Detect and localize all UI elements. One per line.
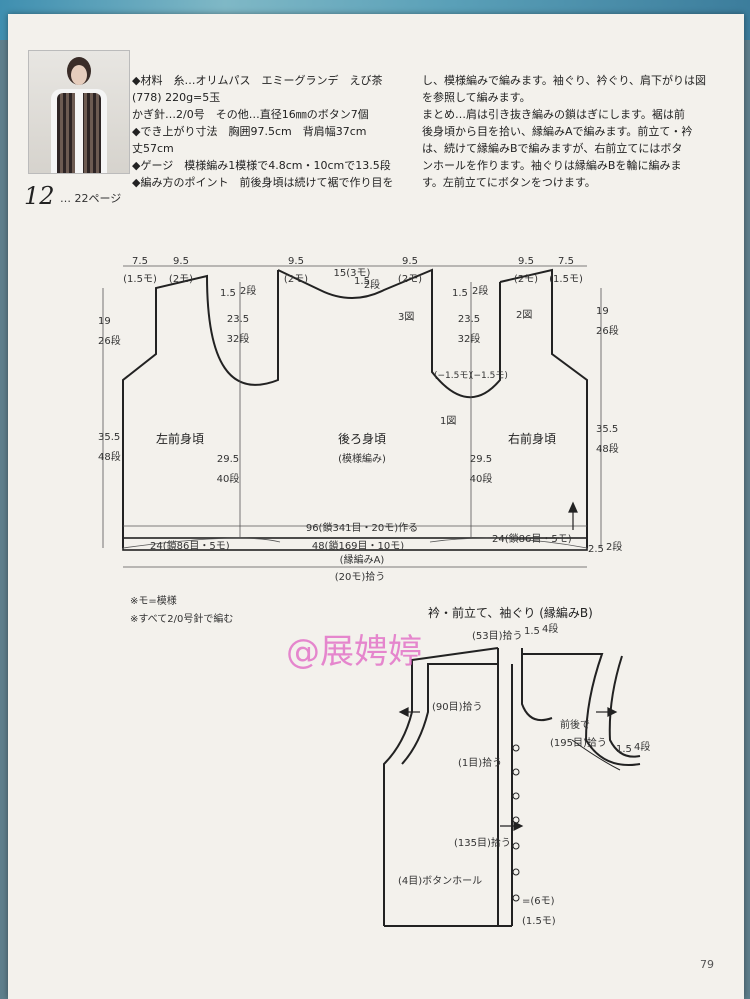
hem-band [122,537,588,551]
right-shoulder-mo: (1.5モ) [549,274,583,285]
watermark: @展娉婷 [286,632,422,672]
left-shoulder-mo: (1.5モ) [123,274,157,285]
back-neck-drop: 1.5 [354,276,370,287]
body-height-rows-left: 48段 [98,452,121,463]
front-pickup: (90目)拾う [432,702,483,713]
shoulder-drop-left: 1.5 [220,288,236,299]
side-height-rows-left: 40段 [216,474,240,485]
corner-pickup: (1目)拾う [458,758,503,769]
side-height-right: 29.5 [469,454,493,465]
back-neck-drop-rows: 2段 [363,280,381,291]
hem-height: 2.5 [588,544,604,555]
band-width-top: 1.5 [524,626,540,637]
back-shoulder-left-mo: (2モ) [283,274,309,285]
neck-depth-rows-left: 26段 [98,336,121,347]
left-neck-width: 9.5 [173,256,189,267]
left-shoulder-width: 7.5 [132,256,148,267]
note-pattern: ※モ=模様 [130,596,177,607]
armhole-depth-rows-left: 32段 [226,334,250,345]
buttonhole-label: (4目)ボタンホール [398,876,483,887]
spacing-1-5: (1.5モ) [522,916,556,927]
spacing-6: =(6モ) [522,896,555,907]
book-page: 12 … 22ページ ◆材料 糸…オリムパス エミーグランデ えび茶 (778)… [8,14,744,999]
back-sub-label: (模様編み) [338,454,386,465]
neck-pickup: (53目)拾う [472,631,523,642]
materials-text: ◆材料 糸…オリムパス エミーグランデ えび茶 (778) 220g=5玉 かぎ… [132,74,394,189]
right-front-outline [499,268,588,548]
hem-label: (縁編みA) [339,555,385,566]
neck-depth-left: 19 [98,316,111,327]
back-shoulder-right-mo: (2モ) [397,274,423,285]
armhole-inset-left: (−1.5モ) [434,371,472,381]
shoulder-drop-right: 1.5 [452,288,468,299]
side-height-left: 29.5 [216,454,240,465]
hem-pickup: (20モ)拾う [334,572,386,583]
body-height-right: 35.5 [596,424,619,435]
left-neck-mo: (2モ) [168,274,194,285]
page-reference: … 22ページ [60,192,122,205]
back-outline [277,268,501,398]
right-front-label: 右前身頃 [508,432,557,446]
back-neck-width: 15(3モ) [333,268,371,279]
right-front-width: 24(鎖86目・5モ) [492,534,572,545]
figure-2-label: 2図 [516,310,533,321]
neck-depth-right: 19 [596,306,609,317]
pattern-number: 12 [24,182,55,210]
band-pickup: (135目)拾う [454,838,511,849]
edging-title: 衿・前立て、袖ぐり (縁編みB) [428,606,593,620]
body-height-left: 35.5 [98,432,121,443]
back-shoulder-right: 9.5 [402,256,418,267]
right-neck-width: 9.5 [518,256,534,267]
back-shoulder-left: 9.5 [288,256,304,267]
armhole-depth-left: 23.5 [226,314,250,325]
back-width: 48(鎖169目・10モ) [311,541,405,552]
instructions-text: し、模様編みで編みます。袖ぐり、衿ぐり、肩下がりは図 を参照して編みます。 まと… [422,74,707,189]
right-neck-mo: (2モ) [513,274,539,285]
armhole-side-label: 前後で [560,720,590,731]
shoulder-drop-rows-left: 2段 [240,286,257,297]
armhole-depth-right: 23.5 [457,314,481,325]
right-shoulder-width: 7.5 [558,256,574,267]
hem-rows: 2段 [606,542,623,553]
note-needle: ※すべて2/0号針で編む [130,614,234,625]
left-front-label: 左前身頃 [156,432,205,446]
armhole-pickup: (195目)拾う [550,738,607,749]
armhole-band-rows: 4段 [634,742,651,753]
figure-3-label: 3図 [398,312,415,323]
body-height-rows-right: 48段 [596,444,619,455]
back-label: 後ろ身頃 [337,432,387,446]
armhole-band-width: 1.5 [616,744,632,755]
cast-on-label: 96(鎖341目・20モ)作る [305,523,419,534]
edging-outline-front [401,663,498,765]
left-front-width: 24(鎖86目・5モ) [150,541,230,552]
figure-1-label: 1図 [440,416,457,427]
band-rows-top: 4段 [542,624,559,635]
armhole-inset-right: (−1.5モ) [470,371,508,381]
armhole-depth-rows-right: 32段 [457,334,481,345]
left-front-outline [122,270,279,548]
page-number: 79 [700,958,714,971]
shoulder-drop-rows-right: 2段 [472,286,489,297]
neck-depth-rows-right: 26段 [596,326,619,337]
model-photo [28,50,130,174]
side-height-rows-right: 40段 [469,474,493,485]
